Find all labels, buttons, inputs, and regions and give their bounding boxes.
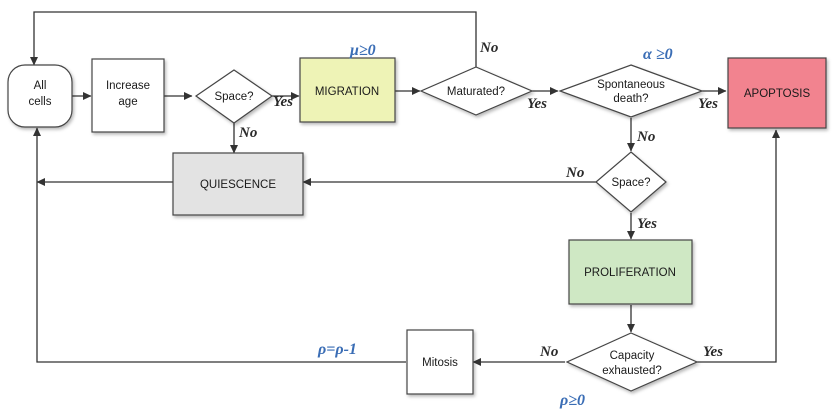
maturated-no-label: No: [479, 40, 498, 56]
space-top-no-label: No: [238, 125, 257, 141]
capacity-exhausted-label-line1: Capacity: [610, 350, 655, 362]
increase-age-label-line1: Increase: [106, 80, 150, 92]
proliferation-label: PROLIFERATION: [584, 267, 676, 279]
space-top-label: Space?: [214, 91, 253, 103]
node-maturated-decision: Maturated?: [419, 66, 534, 116]
capacity-exhausted-label-line2: exhausted?: [602, 365, 661, 377]
mitosis-label: Mitosis: [422, 357, 458, 369]
node-all-cells: All cells: [7, 64, 73, 128]
space-mid-no-label: No: [565, 165, 584, 181]
edge-labels: Yes No Yes No Yes No No Yes No Yes: [238, 40, 723, 360]
apoptosis-label: APOPTOSIS: [744, 88, 811, 100]
rho-parameter: ρ≥0: [559, 392, 585, 409]
node-space-decision-top: Space?: [194, 69, 274, 124]
capacity-no-label: No: [539, 344, 558, 360]
spontaneous-no-label: No: [636, 129, 655, 145]
capacity-yes-label: Yes: [703, 344, 723, 360]
alpha-parameter: α ≥0: [643, 46, 673, 63]
node-quiescence: QUIESCENCE: [172, 152, 304, 216]
connectors: [30, 11, 780, 366]
edge-capacity-yes-to-apoptosis: [697, 129, 780, 363]
node-increase-age: Increase age: [91, 58, 165, 133]
all-cells-label-line2: cells: [28, 96, 51, 108]
mu-parameter: μ≥0: [349, 42, 376, 59]
maturated-yes-label: Yes: [527, 96, 547, 112]
node-mitosis: Mitosis: [406, 329, 474, 395]
maturated-label: Maturated?: [447, 86, 505, 98]
increase-age-label-line2: age: [118, 96, 137, 108]
space-mid-yes-label: Yes: [637, 216, 657, 232]
all-cells-label-line1: All: [34, 80, 47, 92]
migration-label: MIGRATION: [315, 86, 379, 98]
edge-maturated-no-loop: [30, 11, 477, 67]
spontaneous-death-label-line1: Spontaneous: [597, 79, 665, 91]
rho-update-parameter: ρ=ρ-1: [317, 341, 357, 358]
node-capacity-exhausted-decision: Capacity exhausted?: [565, 332, 699, 392]
node-apoptosis: APOPTOSIS: [727, 57, 827, 129]
space-top-yes-label: Yes: [273, 94, 293, 110]
quiescence-label: QUIESCENCE: [200, 179, 276, 191]
spontaneous-death-label-line2: death?: [613, 93, 648, 105]
node-space-decision-mid: Space?: [595, 151, 667, 213]
parameter-labels: μ≥0 α ≥0 ρ=ρ-1 ρ≥0: [317, 42, 673, 409]
space-mid-label: Space?: [611, 177, 650, 189]
edge-mitosis-loop-to-allcells: [33, 127, 406, 363]
node-spontaneous-death-decision: Spontaneous death?: [558, 64, 704, 118]
spontaneous-yes-label: Yes: [698, 96, 718, 112]
node-migration: MIGRATION: [299, 57, 396, 123]
node-proliferation: PROLIFERATION: [568, 239, 693, 305]
